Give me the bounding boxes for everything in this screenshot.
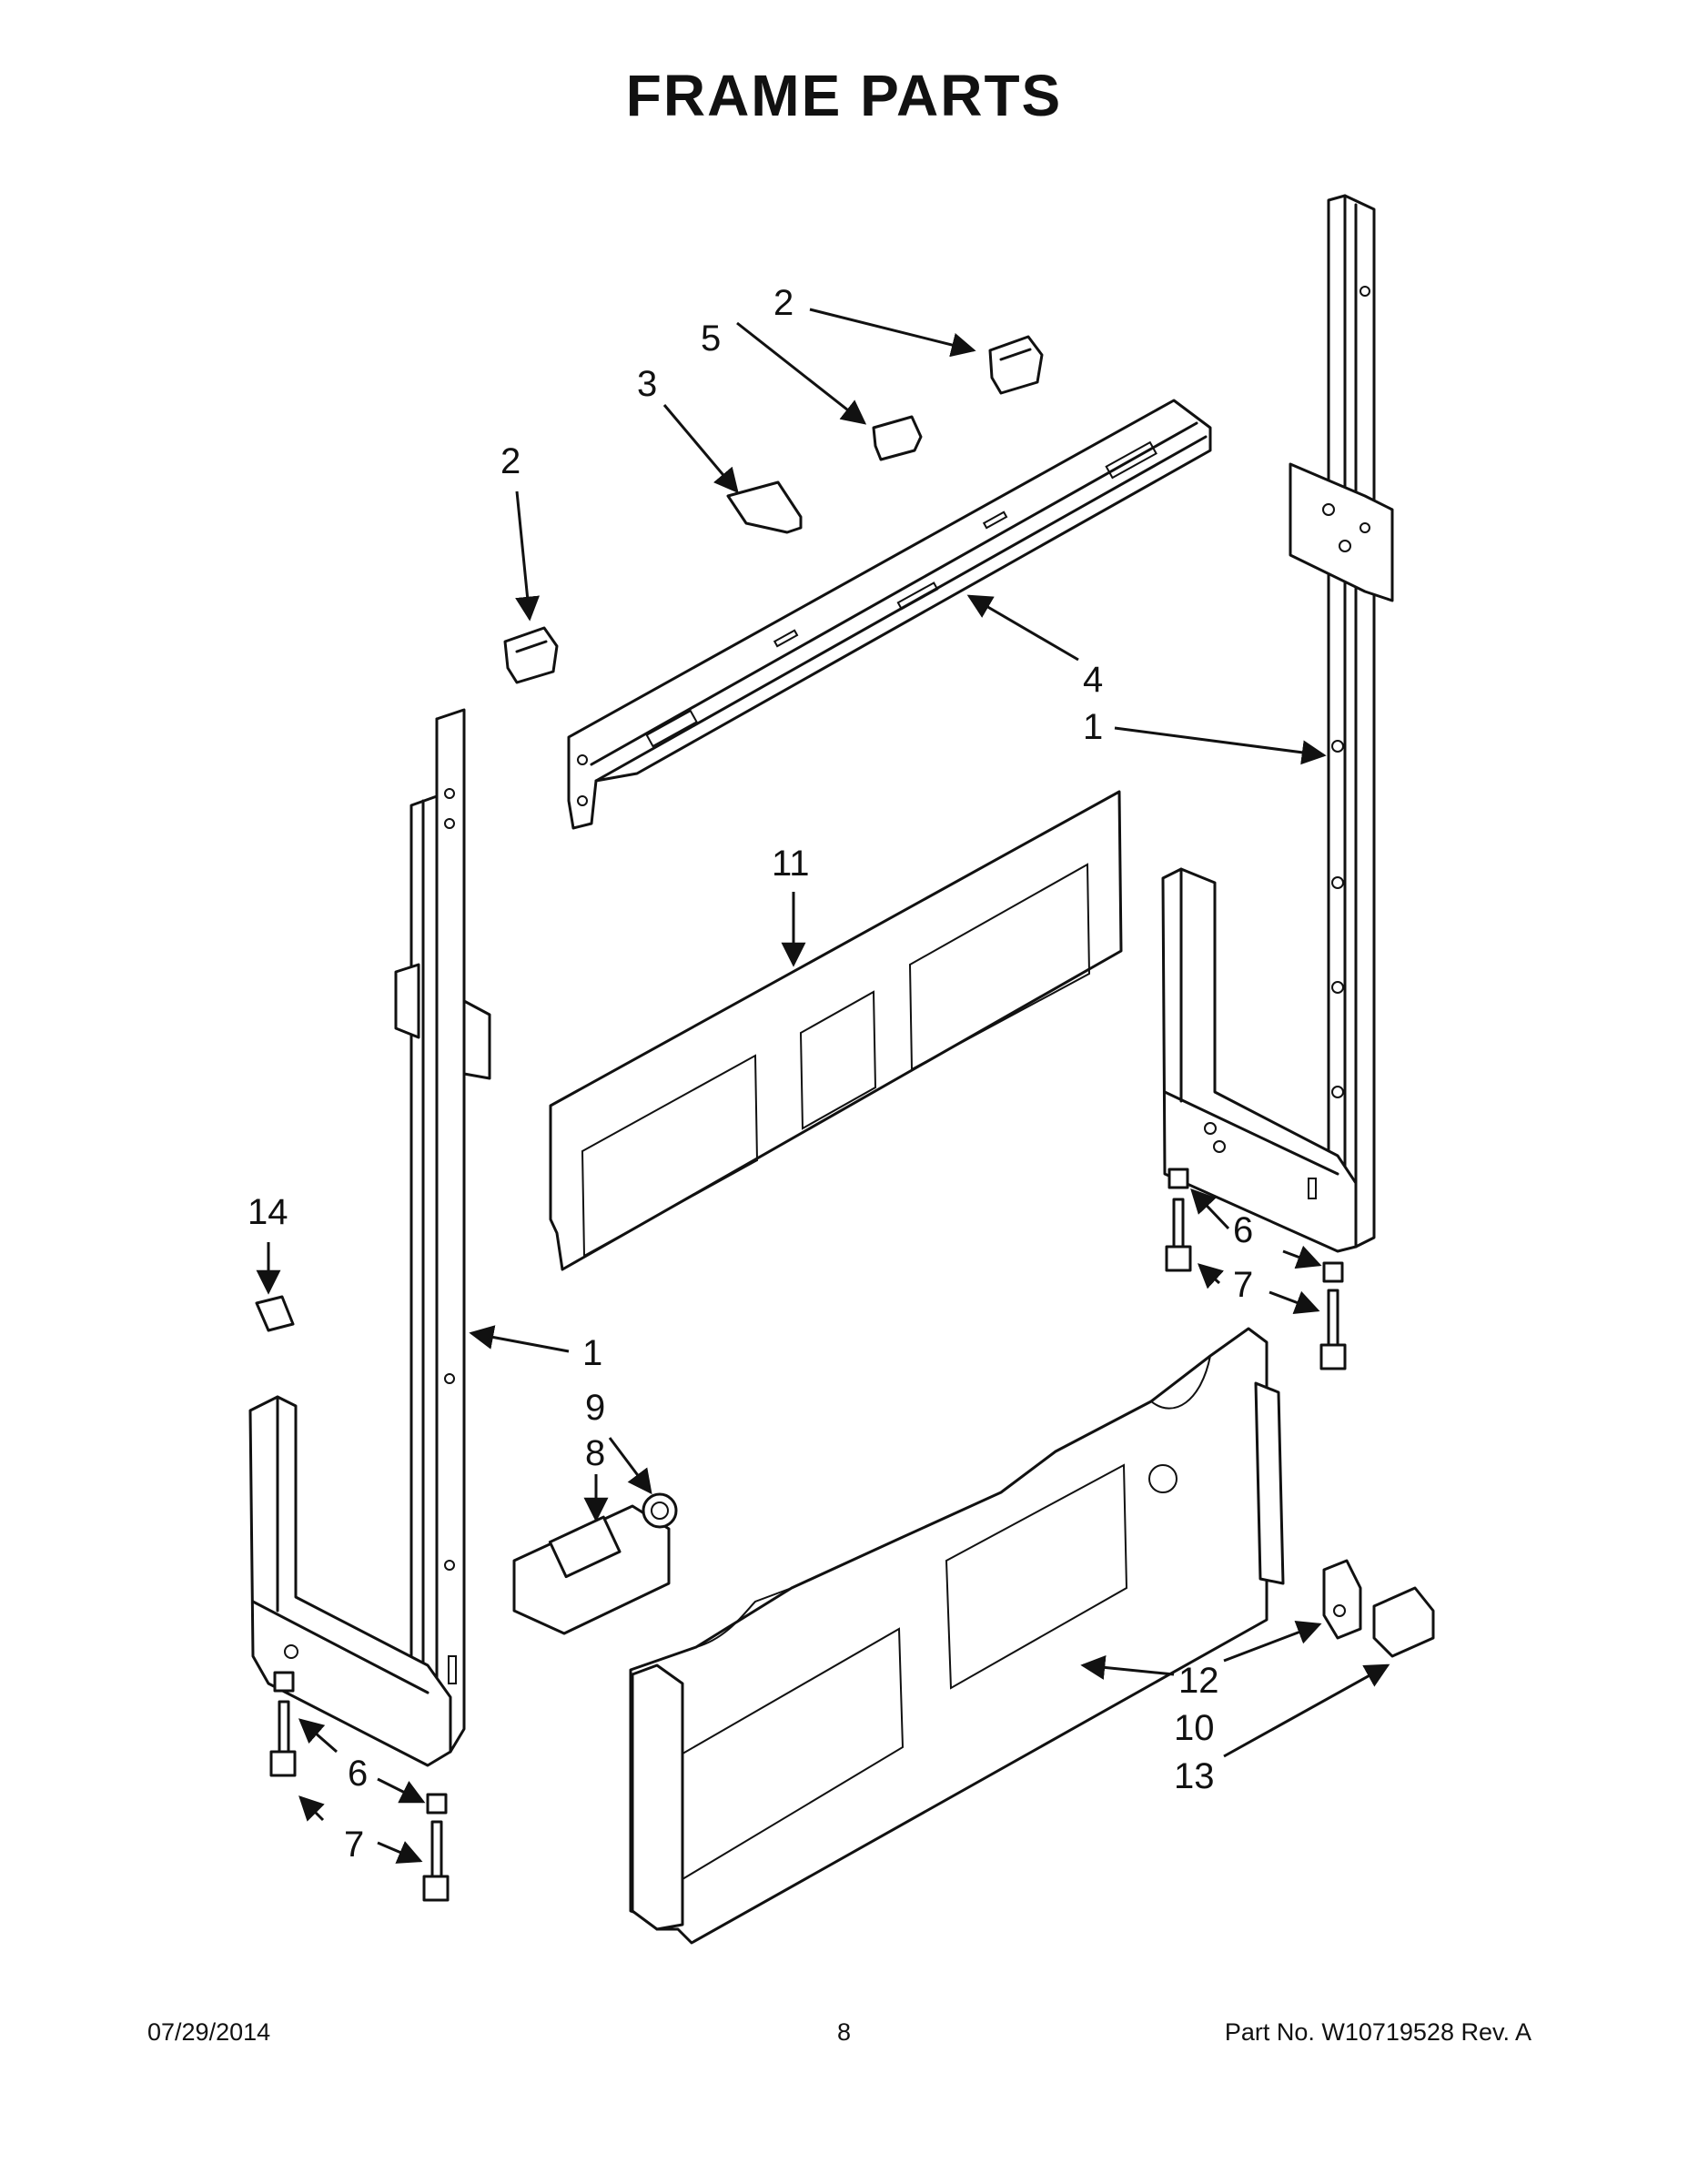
callout-3: 3 [637,364,657,404]
right-u-bracket [1161,867,1358,1253]
callout-7-right: 7 [1233,1265,1253,1305]
lower-toe-kick-panel [629,1327,1285,1945]
callout-6-right: 6 [1233,1210,1253,1250]
callout-10: 10 [1174,1708,1215,1748]
callout-9: 9 [585,1388,605,1428]
right-frame-rail [1289,194,1394,1249]
left-u-bracket [248,1395,457,1767]
small-clip-14 [255,1295,295,1332]
bracket-12 [1322,1559,1362,1640]
callout-2-top: 2 [773,283,793,323]
slide-bracket [726,480,803,534]
callout-numbers: 2 5 3 2 4 1 11 14 1 9 8 6 7 12 10 13 6 7 [248,283,1253,1865]
callout-8: 8 [585,1433,605,1473]
callout-1-right: 1 [1083,707,1103,747]
top-cross-rail [567,399,1212,830]
callout-2-left: 2 [500,441,521,481]
callout-5: 5 [701,318,721,359]
footer-date: 07/29/2014 [147,2018,271,2046]
footer-part-number: Part No. W10719528 Rev. A [1224,2018,1531,2046]
leader-lines [256,308,1390,1864]
valve-assembly [512,1492,678,1635]
callout-11: 11 [772,844,810,884]
callout-12: 12 [1178,1661,1219,1701]
callout-1-left: 1 [582,1333,602,1373]
callout-7-left: 7 [344,1825,364,1865]
left-leveling-feet [269,1671,450,1902]
footer-page-number: 8 [836,2018,852,2046]
callout-4: 4 [1083,660,1103,700]
center-panel [549,790,1123,1271]
top-clip-left [503,626,559,684]
bracket-13 [1372,1586,1435,1658]
right-leveling-feet [1165,1168,1347,1370]
left-frame-rail [394,708,491,1754]
callout-6-left: 6 [348,1754,368,1794]
center-clip [872,415,923,461]
callout-13: 13 [1174,1756,1215,1796]
top-clip-right [988,335,1044,395]
callout-14: 14 [248,1192,288,1232]
page-title: FRAME PARTS [625,63,1063,128]
